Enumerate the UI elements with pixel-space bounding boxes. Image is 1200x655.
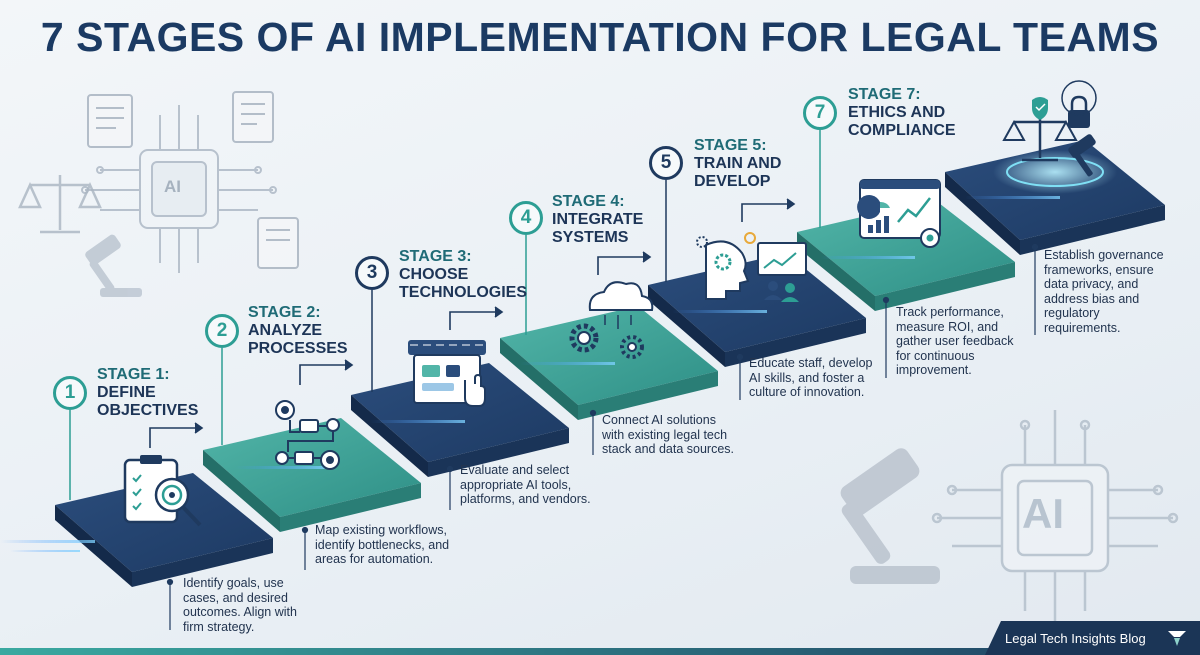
stage-3-description: Evaluate and select appropriate AI tools… (460, 463, 591, 507)
footer-bar (0, 648, 1200, 655)
stage-6-desc-line: Track performance, (896, 305, 1004, 319)
stage-2-desc-line: Map existing workflows, (315, 523, 447, 537)
stage-7-desc-line: address bias and (1044, 291, 1140, 306)
stage-1-desc-line: firm strategy. (183, 619, 255, 634)
stage-5-desc-line: culture of innovation. (749, 385, 865, 399)
ai-chip-small-label: AI (164, 177, 181, 196)
stage-3-name-line2: TECHNOLOGIES (399, 284, 528, 301)
ai-chip-large-label: AI (1022, 490, 1064, 537)
stage-1-name-line1: DEFINE (97, 384, 156, 401)
ethics-scales-icon (993, 80, 1117, 194)
stage-3-desc-line: Evaluate and select (460, 463, 570, 477)
stage-6-desc-line: measure ROI, and (896, 319, 999, 334)
stage-6-desc-line: for continuous (896, 348, 975, 363)
brand-badge[interactable]: Legal Tech Insights Blog (985, 621, 1200, 655)
stage-2-desc-line: identify bottlenecks, and (315, 537, 450, 552)
cloud-gears-icon (569, 281, 654, 359)
stage-4-name-line1: INTEGRATE (552, 211, 644, 228)
stage-7-desc-line: requirements. (1044, 320, 1121, 335)
stage-5-name-line1: TRAIN AND (694, 155, 782, 172)
stage-3-title: STAGE 3: CHOOSE TECHNOLOGIES (399, 248, 527, 302)
brand-logo-icon (1168, 631, 1186, 646)
stage-7-name-line2: COMPLIANCE (848, 122, 956, 139)
stage-2-desc-line: areas for automation. (315, 552, 434, 566)
stage-3-desc-line: platforms, and vendors. (460, 492, 591, 506)
document-icon-bg (87, 91, 299, 269)
stage-7-label: STAGE 7: (848, 86, 921, 103)
stage-5-label: STAGE 5: (694, 137, 767, 154)
stage-5-title: STAGE 5: TRAIN AND DEVELOP (694, 137, 781, 191)
workflow-icon (275, 400, 340, 470)
stage-1-desc-line: cases, and desired (183, 590, 288, 605)
stage-7-title: STAGE 7: ETHICS AND COMPLIANCE (848, 86, 956, 140)
stage-2-title: STAGE 2: ANALYZE PROCESSES (248, 304, 348, 358)
stage-7-desc-line: frameworks, ensure (1044, 262, 1154, 277)
stage-6-description: Track performance, measure ROI, and gath… (896, 305, 1013, 378)
gavel-icon-bg (85, 234, 142, 297)
stage-1-title: STAGE 1: DEFINE OBJECTIVES (97, 366, 198, 420)
stage-5-name-line2: DEVELOP (694, 173, 771, 190)
stage-1-name-line2: OBJECTIVES (97, 402, 199, 419)
stage-4-title: STAGE 4: INTEGRATE SYSTEMS (552, 193, 643, 247)
brand-name: Legal Tech Insights Blog (1005, 630, 1146, 646)
stage-1-desc-line: outcomes. Align with (183, 605, 297, 619)
stage-4-description: Connect AI solutions with existing legal… (602, 413, 734, 457)
ai-chip-large-icon (931, 410, 1179, 626)
training-icon (696, 232, 807, 302)
storefront-icon (408, 340, 486, 407)
stage-2-label: STAGE 2: (248, 304, 321, 321)
stage-5-desc-line: Educate staff, develop (749, 356, 873, 370)
platform-3 (351, 363, 569, 477)
stage-3-name-line1: CHOOSE (399, 266, 469, 283)
stage-3-label: STAGE 3: (399, 248, 472, 265)
scales-icon-bg (18, 175, 102, 234)
stage-6-desc-line: improvement. (896, 363, 972, 377)
badge-connectors (69, 130, 821, 500)
gavel-icon-large (840, 448, 940, 584)
stage-4-name-line2: SYSTEMS (552, 229, 629, 246)
platform-4 (500, 306, 718, 420)
stage-7-desc-line: Establish governance (1044, 248, 1164, 262)
page-title: 7 STAGES OF AI IMPLEMENTATION FOR LEGAL … (40, 14, 1160, 60)
stage-1-desc-line: Identify goals, use (183, 576, 284, 590)
stage-5-desc-line: AI skills, and foster a (749, 370, 865, 385)
platform-6 (797, 200, 1015, 311)
stage-4-desc-line: stack and data sources. (602, 442, 735, 456)
glow-streaks (0, 196, 1060, 552)
stage-2-badge: 2 (205, 314, 239, 348)
stage-4-badge: 4 (509, 201, 543, 235)
stage-1-description: Identify goals, use cases, and desired o… (183, 576, 297, 634)
stage-7-desc-line: regulatory (1044, 306, 1100, 320)
stage-6-desc-line: gather user feedback (896, 334, 1014, 348)
desc-leaders (166, 243, 1039, 630)
stage-2-name-line2: PROCESSES (248, 340, 348, 357)
platform-5 (648, 253, 866, 367)
stage-2-name-line1: ANALYZE (248, 322, 323, 339)
analytics-icon (857, 179, 941, 248)
stage-7-desc-line: data privacy, and (1044, 277, 1139, 291)
step-arrows (149, 198, 796, 448)
stage-4-label: STAGE 4: (552, 193, 625, 210)
stage-7-badge: 7 (803, 96, 837, 130)
stage-4-desc-line: with existing legal tech (602, 427, 728, 442)
clipboard-target-icon (123, 455, 202, 527)
stage-1-label: STAGE 1: (97, 366, 170, 383)
stage-4-desc-line: Connect AI solutions (602, 413, 716, 427)
ai-chip-small-icon (81, 105, 277, 273)
stage-5-description: Educate staff, develop AI skills, and fo… (749, 356, 872, 400)
stage-2-description: Map existing workflows, identify bottlen… (315, 523, 449, 567)
stage-3-badge: 3 (355, 256, 389, 290)
stage-3-desc-line: appropriate AI tools, (460, 477, 572, 492)
stage-5-badge: 5 (649, 146, 683, 180)
stage-7-name-line1: ETHICS AND (848, 104, 946, 121)
stage-1-badge: 1 (53, 376, 87, 410)
stage-7-description: Establish governance frameworks, ensure … (1044, 248, 1164, 335)
